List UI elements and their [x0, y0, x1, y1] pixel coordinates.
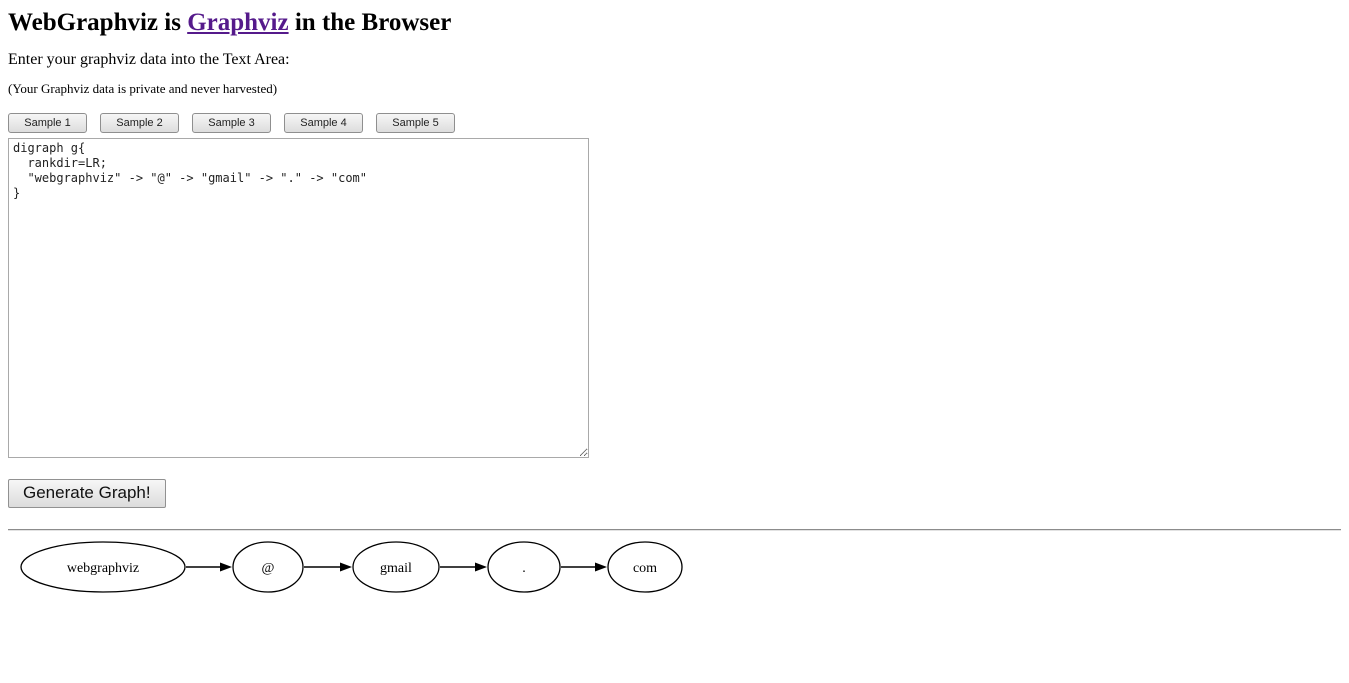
graph-node	[607, 541, 683, 593]
graph-node	[352, 541, 440, 593]
graph-node	[232, 541, 304, 593]
graph-edge-arrowhead	[220, 562, 232, 572]
page-title: WebGraphviz is Graphviz in the Browser	[8, 8, 1341, 37]
graph-edge-arrowhead	[595, 562, 607, 572]
divider	[8, 529, 1341, 531]
graph-svg: webgraphviz @ gmail. com	[20, 541, 683, 593]
graph-node-label: .	[522, 561, 526, 576]
sample-5-button[interactable]: Sample 5	[376, 113, 455, 133]
graph-edge-arrowhead	[475, 562, 487, 572]
graph-node	[487, 541, 561, 593]
sample-3-button[interactable]: Sample 3	[192, 113, 271, 133]
sample-2-button[interactable]: Sample 2	[100, 113, 179, 133]
page-title-prefix: WebGraphviz is	[8, 9, 188, 36]
generate-graph-button[interactable]: Generate Graph!	[8, 479, 166, 508]
graph-edge-arrowhead	[340, 562, 352, 572]
graphviz-input[interactable]: digraph g{ rankdir=LR; "webgraphviz" -> …	[8, 138, 589, 458]
privacy-note: (Your Graphviz data is private and never…	[8, 81, 278, 96]
graphviz-link[interactable]: Graphviz	[187, 9, 289, 36]
graph-output: webgraphviz @ gmail. com	[8, 537, 1341, 617]
graph-node-label: webgraphviz	[67, 561, 139, 576]
graph-node-label: gmail	[380, 561, 412, 576]
graph-node-label: @	[262, 561, 275, 576]
sample-1-button[interactable]: Sample 1	[8, 113, 87, 133]
instruction-text: Enter your graphviz data into the Text A…	[8, 51, 290, 68]
sample-4-button[interactable]: Sample 4	[284, 113, 363, 133]
sample-buttons-row: Sample 1 Sample 2 Sample 3 Sample 4 Samp…	[8, 113, 1341, 133]
graph-node	[20, 541, 186, 593]
graph-node-label: com	[633, 561, 657, 576]
page-title-suffix: in the Browser	[288, 9, 452, 36]
